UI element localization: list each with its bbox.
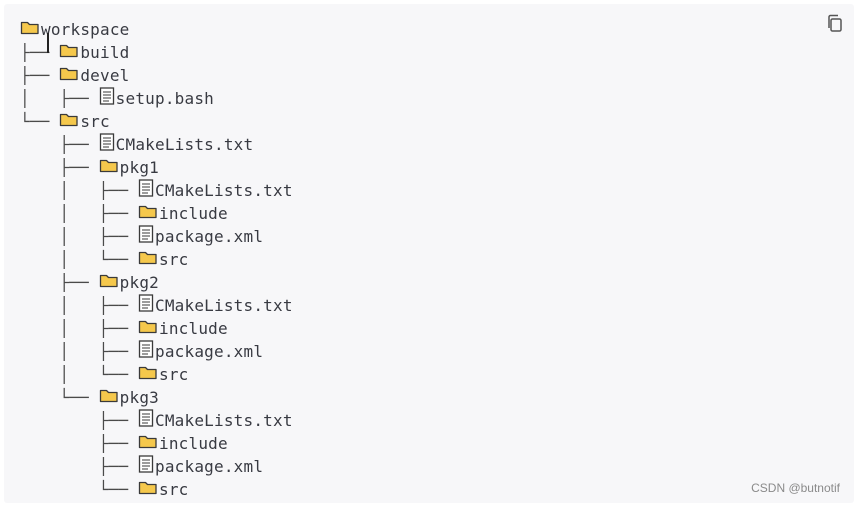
folder-icon (138, 202, 158, 225)
tree-branch: │ ├── (20, 296, 138, 315)
tree-row: │ ├── include (20, 317, 293, 340)
tree-row: │ ├── package.xml (20, 224, 293, 249)
tree-branch: ├── (20, 411, 138, 430)
tree-branch: │ ├── (20, 181, 138, 200)
file-icon (138, 293, 154, 318)
directory-tree: workspace├── build├── devel│ ├── setup.b… (20, 18, 293, 501)
tree-branch: └── (20, 388, 99, 407)
tree-branch: ├── (20, 457, 138, 476)
tree-row: ├── pkg2 (20, 271, 293, 294)
folder-icon (138, 478, 158, 501)
tree-row: └── src (20, 110, 293, 133)
folder-name: include (159, 434, 228, 453)
tree-branch: ├── (20, 135, 99, 154)
watermark: CSDN @butnotif (751, 481, 840, 495)
folder-icon (59, 41, 79, 64)
folder-icon (99, 156, 119, 179)
tree-row: └── src (20, 478, 293, 501)
tree-branch: ├── (20, 66, 60, 85)
tree-row: ├── CMakeLists.txt (20, 132, 293, 157)
file-name: CMakeLists.txt (155, 411, 293, 430)
tree-branch: │ ├── (20, 319, 138, 338)
file-icon (138, 178, 154, 203)
tree-row: ├── build (20, 41, 293, 64)
tree-branch: │ ├── (20, 342, 138, 361)
tree-row: │ ├── setup.bash (20, 86, 293, 111)
folder-name: pkg2 (119, 273, 160, 292)
tree-branch: │ ├── (20, 89, 99, 108)
file-name: CMakeLists.txt (115, 135, 254, 154)
folder-icon (59, 110, 79, 133)
folder-name: include (159, 319, 228, 338)
tree-row: ├── devel (20, 64, 293, 87)
code-block: workspace├── build├── devel│ ├── setup.b… (4, 4, 854, 503)
copy-icon (828, 14, 842, 32)
file-icon (138, 454, 154, 479)
tree-row: ├── include (20, 432, 293, 455)
tree-row: ├── package.xml (20, 454, 293, 479)
folder-icon (138, 248, 158, 271)
folder-name: workspace (41, 20, 130, 39)
copy-button[interactable] (826, 14, 844, 34)
tree-branch: └── (20, 112, 60, 131)
folder-name: include (159, 204, 228, 223)
file-icon (99, 132, 115, 157)
folder-icon (99, 386, 119, 409)
tree-branch: └── (20, 480, 138, 499)
folder-name: src (159, 365, 189, 384)
tree-row: │ ├── CMakeLists.txt (20, 293, 293, 318)
folder-name: pkg1 (119, 158, 160, 177)
file-name: CMakeLists.txt (155, 296, 293, 315)
tree-branch: ├── (20, 158, 99, 177)
folder-icon (138, 363, 158, 386)
text-cursor (47, 33, 49, 53)
tree-row: workspace (20, 18, 293, 41)
tree-branch: │ └── (20, 365, 138, 384)
tree-row: │ └── src (20, 248, 293, 271)
tree-row: │ └── src (20, 363, 293, 386)
file-name: CMakeLists.txt (155, 181, 293, 200)
folder-icon (59, 64, 79, 87)
tree-branch: ├── (20, 434, 138, 453)
tree-row: │ ├── package.xml (20, 339, 293, 364)
folder-name: devel (80, 66, 130, 85)
tree-branch: │ └── (20, 250, 138, 269)
folder-icon (99, 271, 119, 294)
file-icon (138, 339, 154, 364)
folder-name: pkg3 (119, 388, 160, 407)
file-icon (138, 408, 154, 433)
file-icon (138, 224, 154, 249)
folder-name: src (159, 250, 189, 269)
tree-branch: ├── (20, 43, 60, 62)
tree-row: ├── pkg1 (20, 156, 293, 179)
file-name: package.xml (155, 457, 264, 476)
tree-row: │ ├── include (20, 202, 293, 225)
tree-branch: ├── (20, 273, 99, 292)
file-name: package.xml (155, 342, 264, 361)
folder-name: build (80, 43, 130, 62)
tree-branch: │ ├── (20, 204, 138, 223)
file-name: package.xml (155, 227, 264, 246)
folder-name: src (159, 480, 189, 499)
tree-row: │ ├── CMakeLists.txt (20, 178, 293, 203)
folder-icon (138, 432, 158, 455)
file-name: setup.bash (115, 89, 214, 108)
tree-row: └── pkg3 (20, 386, 293, 409)
folder-name: src (80, 112, 110, 131)
tree-row: ├── CMakeLists.txt (20, 408, 293, 433)
folder-icon (20, 18, 40, 41)
folder-icon (138, 317, 158, 340)
file-icon (99, 86, 115, 111)
tree-branch: │ ├── (20, 227, 138, 246)
